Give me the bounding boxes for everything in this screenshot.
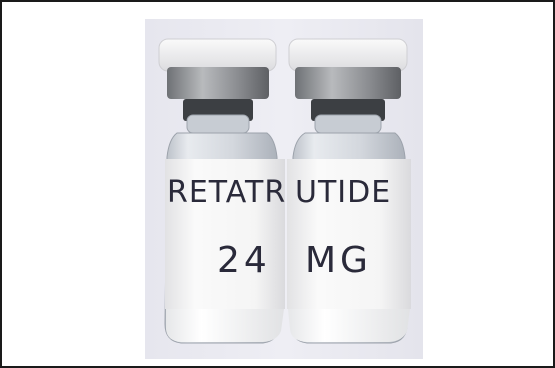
right-vial [287, 38, 411, 344]
label-text-right-line1: UTIDE [295, 175, 391, 210]
left-vial [158, 38, 285, 344]
right-vial-powder [288, 309, 410, 342]
vials-illustration: RETATR UTIDE 24 MG [145, 19, 423, 359]
right-vial-label [287, 159, 411, 309]
left-vial-powder [166, 309, 284, 342]
label-text-left-line2: 24 [217, 240, 271, 281]
right-vial-cap [288, 38, 408, 72]
left-vial-cap [158, 38, 277, 72]
left-vial-crimp [167, 67, 269, 99]
label-text-left-line1: RETATR [167, 175, 286, 210]
vials-photo: RETATR UTIDE 24 MG [145, 19, 423, 359]
right-vial-crimp [295, 67, 401, 99]
label-text-right-line2: MG [305, 240, 372, 281]
left-vial-label [165, 159, 285, 309]
